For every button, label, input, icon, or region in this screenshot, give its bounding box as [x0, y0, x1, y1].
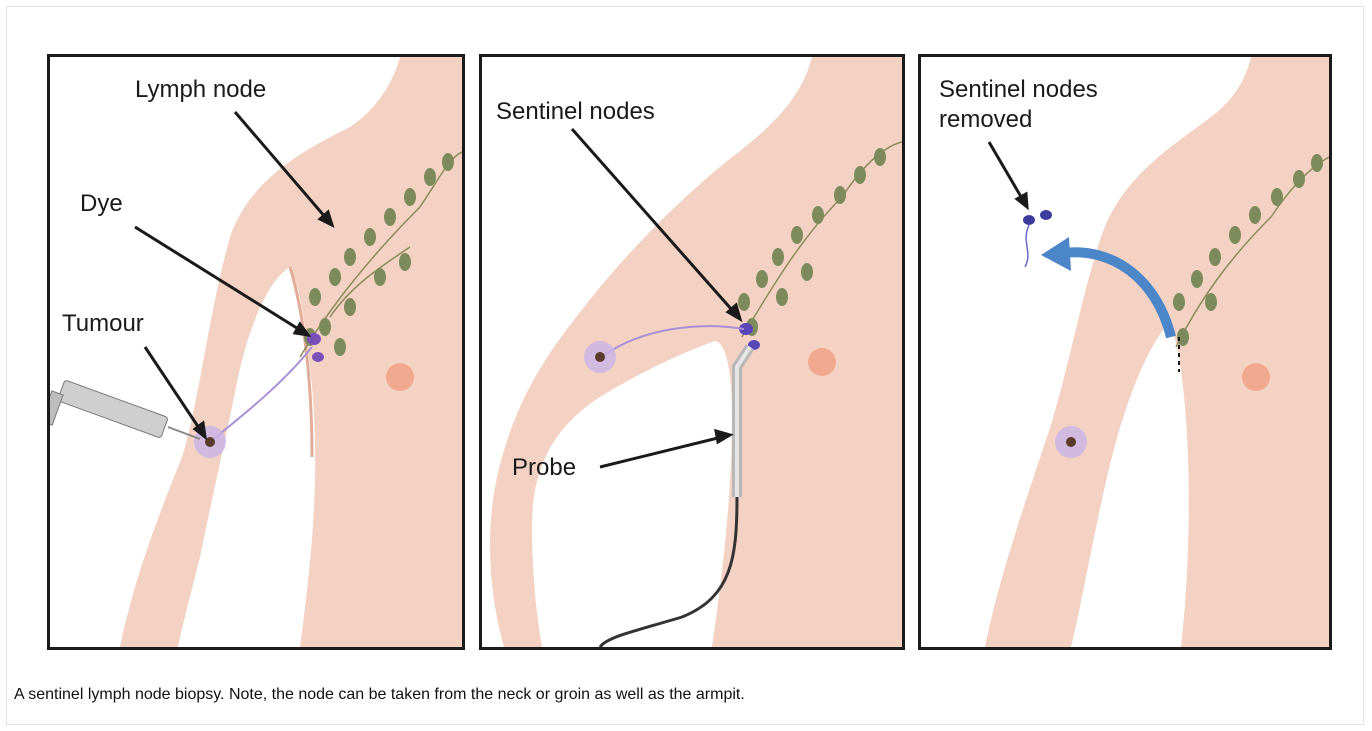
label-sentinel-nodes: Sentinel nodes — [496, 97, 655, 127]
label-probe: Probe — [512, 453, 576, 483]
label-sentinel-removed-line1: Sentinel nodes — [939, 75, 1098, 105]
figure-caption: A sentinel lymph node biopsy. Note, the … — [14, 686, 745, 704]
tumour — [1066, 437, 1076, 447]
panel-probe: Sentinel nodes Probe — [479, 54, 905, 650]
skin-body — [985, 57, 1329, 647]
label-dye: Dye — [80, 189, 123, 219]
nipple — [1242, 363, 1270, 391]
panel-injection: Lymph node Dye Tumour — [47, 54, 465, 650]
panel-removed: Sentinel nodes removed — [918, 54, 1332, 650]
nipple — [386, 363, 414, 391]
panel-injection-illustration — [50, 57, 462, 647]
pointer-lines — [989, 142, 1027, 207]
skin-body — [490, 57, 902, 647]
tumour — [595, 352, 605, 362]
syringe — [50, 380, 200, 439]
label-sentinel-removed-line2: removed — [939, 105, 1032, 135]
panel-removed-illustration — [921, 57, 1329, 647]
skin-body — [120, 57, 462, 647]
panel-probe-illustration — [482, 57, 902, 647]
nipple — [808, 348, 836, 376]
label-lymph-node: Lymph node — [135, 75, 266, 105]
removal-arrow-head — [1041, 237, 1071, 271]
label-tumour: Tumour — [62, 309, 144, 339]
